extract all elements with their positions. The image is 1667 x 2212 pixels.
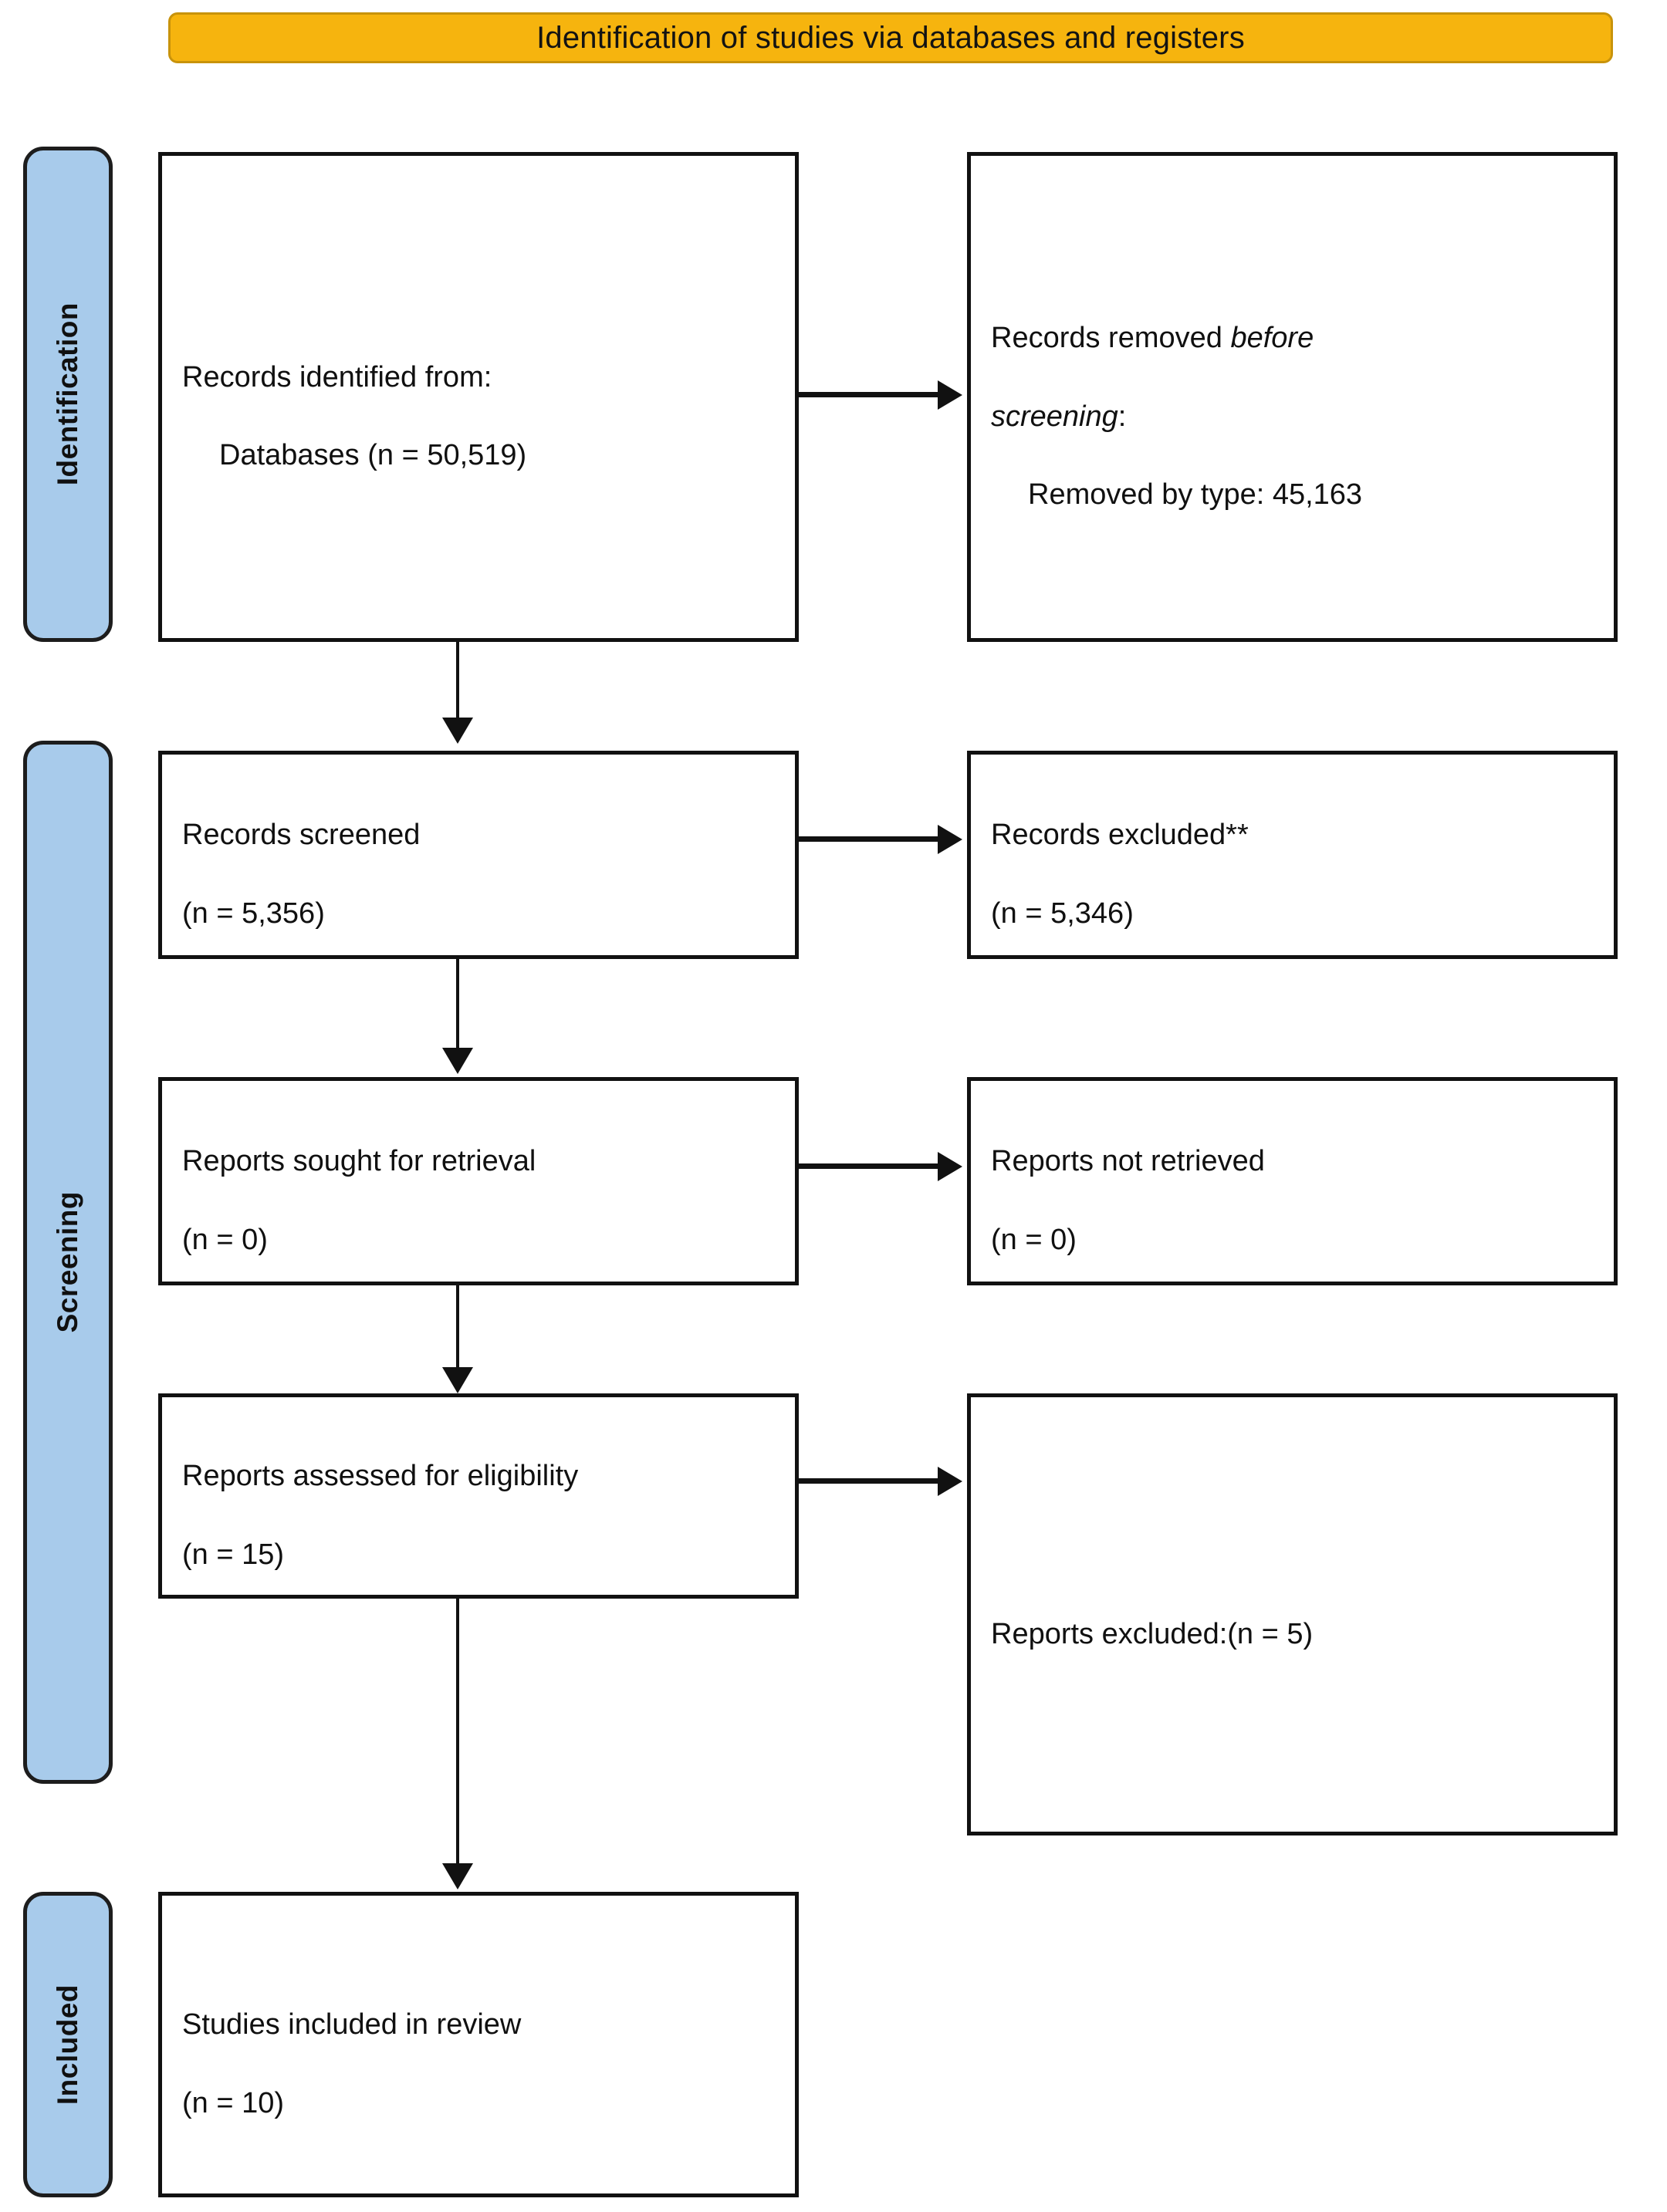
records-removed-line1-italic: before [1230,322,1314,355]
stage-identification-text: Identification [52,302,83,486]
box-records-removed: Records removed before screening: Remove… [967,152,1618,642]
arrow-identified-to-screened [442,718,473,744]
arrow-assessed-to-excluded [938,1467,962,1496]
connector-line-screened-to-excluded [799,836,938,842]
box-records-excluded-text: Records excluded** (n = 5,346) [971,777,1614,933]
box-studies-included-text: Studies included in review (n = 10) [162,1967,795,2123]
records-identified-line1: Records identified from: [182,360,492,393]
records-identified-line2: Databases (n = 50,519) [219,439,527,472]
arrow-screened-to-sought [442,1048,473,1074]
box-reports-not-retrieved: Reports not retrieved (n = 0) [967,1077,1618,1285]
box-reports-sought-text: Reports sought for retrieval (n = 0) [162,1103,795,1259]
box-studies-included: Studies included in review (n = 10) [158,1892,799,2197]
records-screened-line1: Records screened [182,819,421,852]
studies-included-line1: Studies included in review [182,2008,522,2041]
records-screened-line2: (n = 5,356) [182,897,325,930]
records-excluded-line1: Records excluded** [991,819,1249,852]
arrow-assessed-to-included [442,1863,473,1889]
connector-line-assessed-to-excluded [799,1478,938,1484]
connector-line-sought-to-not-retrieved [799,1163,938,1169]
stage-label-included: Included [23,1892,113,2197]
connector-line-identified-to-screened [456,642,459,719]
box-reports-excluded: Reports excluded:(n = 5) [967,1393,1618,1835]
box-reports-not-retrieved-text: Reports not retrieved (n = 0) [971,1103,1614,1259]
box-records-identified-text: Records identified from: Databases (n = … [162,319,795,474]
records-removed-line1-pre: Records removed [991,322,1231,355]
reports-sought-line2: (n = 0) [182,1223,268,1256]
reports-assessed-line2: (n = 15) [182,1538,285,1571]
connector-line-assessed-to-included [456,1599,459,1867]
records-removed-line2-italic: screening [991,400,1118,433]
box-reports-sought: Reports sought for retrieval (n = 0) [158,1077,799,1285]
stage-label-screening: Screening [23,741,113,1784]
stage-label-identification: Identification [23,147,113,642]
box-records-screened: Records screened (n = 5,356) [158,751,799,959]
box-records-removed-text: Records removed before screening: Remove… [971,280,1614,514]
diagram-header-banner: Identification of studies via databases … [168,12,1613,63]
connector-line-sought-to-assessed [456,1285,459,1370]
records-excluded-line2: (n = 5,346) [991,897,1134,930]
records-removed-line3: Removed by type: 45,163 [1028,478,1363,511]
reports-not-retrieved-line2: (n = 0) [991,1223,1077,1256]
reports-assessed-line1: Reports assessed for eligibility [182,1460,579,1493]
box-records-excluded: Records excluded** (n = 5,346) [967,751,1618,959]
stage-included-text: Included [52,1984,83,2106]
box-records-identified: Records identified from: Databases (n = … [158,152,799,642]
arrow-sought-to-not-retrieved [938,1152,962,1181]
arrow-identified-to-removed [938,380,962,410]
box-reports-assessed: Reports assessed for eligibility (n = 15… [158,1393,799,1599]
reports-not-retrieved-line1: Reports not retrieved [991,1145,1265,1178]
stage-screening-text: Screening [52,1191,83,1333]
connector-line-identified-to-removed [799,392,938,397]
reports-excluded-line1: Reports excluded:(n = 5) [991,1617,1314,1650]
records-removed-line2-post: : [1118,400,1127,433]
reports-sought-line1: Reports sought for retrieval [182,1145,536,1178]
studies-included-line2: (n = 10) [182,2086,285,2119]
connector-line-screened-to-sought [456,959,459,1050]
box-records-screened-text: Records screened (n = 5,356) [162,777,795,933]
box-reports-assessed-text: Reports assessed for eligibility (n = 15… [162,1418,795,1574]
box-reports-excluded-text: Reports excluded:(n = 5) [971,1575,1614,1653]
banner-title: Identification of studies via databases … [536,20,1245,55]
arrow-screened-to-excluded [938,825,962,854]
arrow-sought-to-assessed [442,1367,473,1393]
